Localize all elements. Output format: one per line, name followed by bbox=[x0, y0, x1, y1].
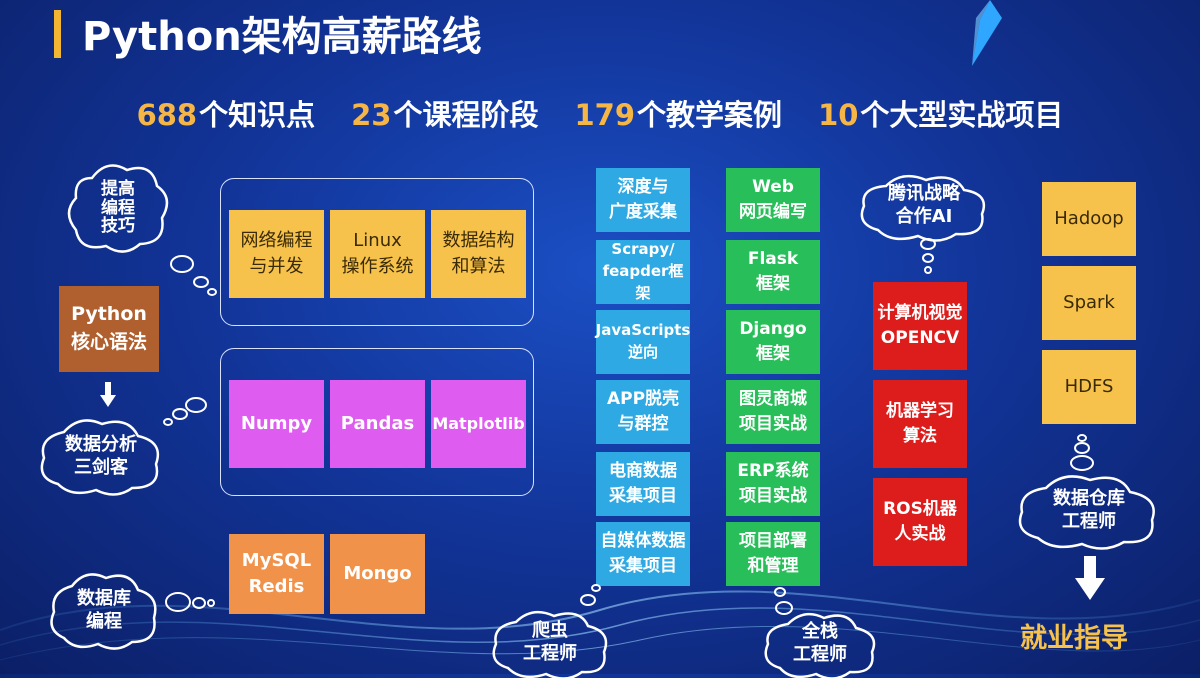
tile-hadoop: Hadoop bbox=[1042, 182, 1136, 256]
tile-crawler-3: JavaScripts 逆向 bbox=[596, 310, 690, 374]
cloud-database: 数据库 编程 bbox=[77, 587, 131, 632]
cloud-fullstack-shape bbox=[764, 612, 876, 678]
title-accent-bar bbox=[54, 10, 61, 58]
tile-network: 网络编程 与并发 bbox=[229, 210, 324, 298]
page-title: Python架构高薪路线 bbox=[82, 14, 482, 60]
cloud-tencent-shape bbox=[860, 174, 986, 242]
tile-crawler-1: 深度与 广度采集 bbox=[596, 168, 690, 232]
cloud-skills-shape bbox=[67, 164, 169, 253]
tile-crawler-5: 电商数据 采集项目 bbox=[596, 452, 690, 516]
tile-ai-1: 计算机视觉 OPENCV bbox=[873, 282, 967, 370]
tile-spark: Spark bbox=[1042, 266, 1136, 340]
stat-number: 688 bbox=[136, 98, 198, 132]
cloud-analysis-shape bbox=[40, 419, 160, 496]
tile-web-1: Web 网页编写 bbox=[726, 168, 820, 232]
jobs-guidance: 就业指导 bbox=[1020, 623, 1128, 654]
cloud-bubbles-icon bbox=[920, 238, 936, 274]
cloud-skills: 提高 编程 技巧 bbox=[101, 178, 135, 237]
group-advanced-skills bbox=[220, 178, 534, 326]
tile-algorithms: 数据结构 和算法 bbox=[431, 210, 526, 298]
cloud-bubbles-icon bbox=[170, 255, 217, 296]
stat-number: 23 bbox=[351, 98, 392, 132]
core-syntax-box: Python 核心语法 bbox=[59, 286, 159, 372]
cloud-bubbles-icon bbox=[163, 397, 207, 426]
cloud-database-shape bbox=[50, 573, 157, 650]
tile-pandas: Pandas bbox=[330, 380, 425, 468]
stat-label: 个大型实战项目 bbox=[860, 98, 1064, 132]
stat-label: 个教学案例 bbox=[637, 98, 783, 132]
tile-web-4: 图灵商城 项目实战 bbox=[726, 380, 820, 444]
group-data-analysis bbox=[220, 348, 534, 496]
tile-numpy: Numpy bbox=[229, 380, 324, 468]
arrow-down-icon bbox=[1075, 556, 1105, 602]
stat-number: 179 bbox=[574, 98, 636, 132]
tile-crawler-2: Scrapy/ feapder框架 bbox=[596, 240, 690, 304]
cloud-bubbles-icon bbox=[580, 584, 601, 606]
tile-linux: Linux 操作系统 bbox=[330, 210, 425, 298]
stat-number: 10 bbox=[818, 98, 859, 132]
cloud-tencent: 腾讯战略 合作AI bbox=[888, 182, 960, 227]
cloud-analysis: 数据分析 三剑客 bbox=[65, 433, 137, 478]
tile-web-3: Django 框架 bbox=[726, 310, 820, 374]
tile-hdfs: HDFS bbox=[1042, 350, 1136, 424]
cloud-bubbles-icon bbox=[774, 587, 793, 615]
cloud-warehouse: 数据仓库 工程师 bbox=[1053, 487, 1125, 532]
tile-matplotlib: Matplotlib bbox=[431, 380, 526, 468]
stat-label: 个知识点 bbox=[199, 98, 316, 132]
cloud-crawler-shape bbox=[492, 610, 608, 678]
tile-web-2: Flask 框架 bbox=[726, 240, 820, 304]
arrow-down-icon bbox=[100, 382, 116, 408]
cloud-fullstack: 全栈 工程师 bbox=[793, 620, 847, 665]
tile-ai-3: ROS机器 人实战 bbox=[873, 478, 967, 566]
tile-crawler-4: APP脱壳 与群控 bbox=[596, 380, 690, 444]
tile-web-5: ERP系统 项目实战 bbox=[726, 452, 820, 516]
tile-mongo: Mongo bbox=[330, 534, 425, 614]
bottom-wave-decoration bbox=[0, 590, 1200, 661]
cloud-bubbles-icon bbox=[165, 592, 215, 612]
cloud-crawler: 爬虫 工程师 bbox=[523, 619, 577, 664]
stat-label: 个课程阶段 bbox=[393, 98, 539, 132]
tile-ai-2: 机器学习 算法 bbox=[873, 380, 967, 468]
tile-crawler-6: 自媒体数据 采集项目 bbox=[596, 522, 690, 586]
cloud-warehouse-shape bbox=[1018, 475, 1155, 550]
cloud-bubbles-icon bbox=[1070, 434, 1094, 471]
tile-mysql-redis: MySQL Redis bbox=[229, 534, 324, 614]
logo-icon bbox=[972, 0, 1002, 66]
tile-web-6: 项目部署 和管理 bbox=[726, 522, 820, 586]
